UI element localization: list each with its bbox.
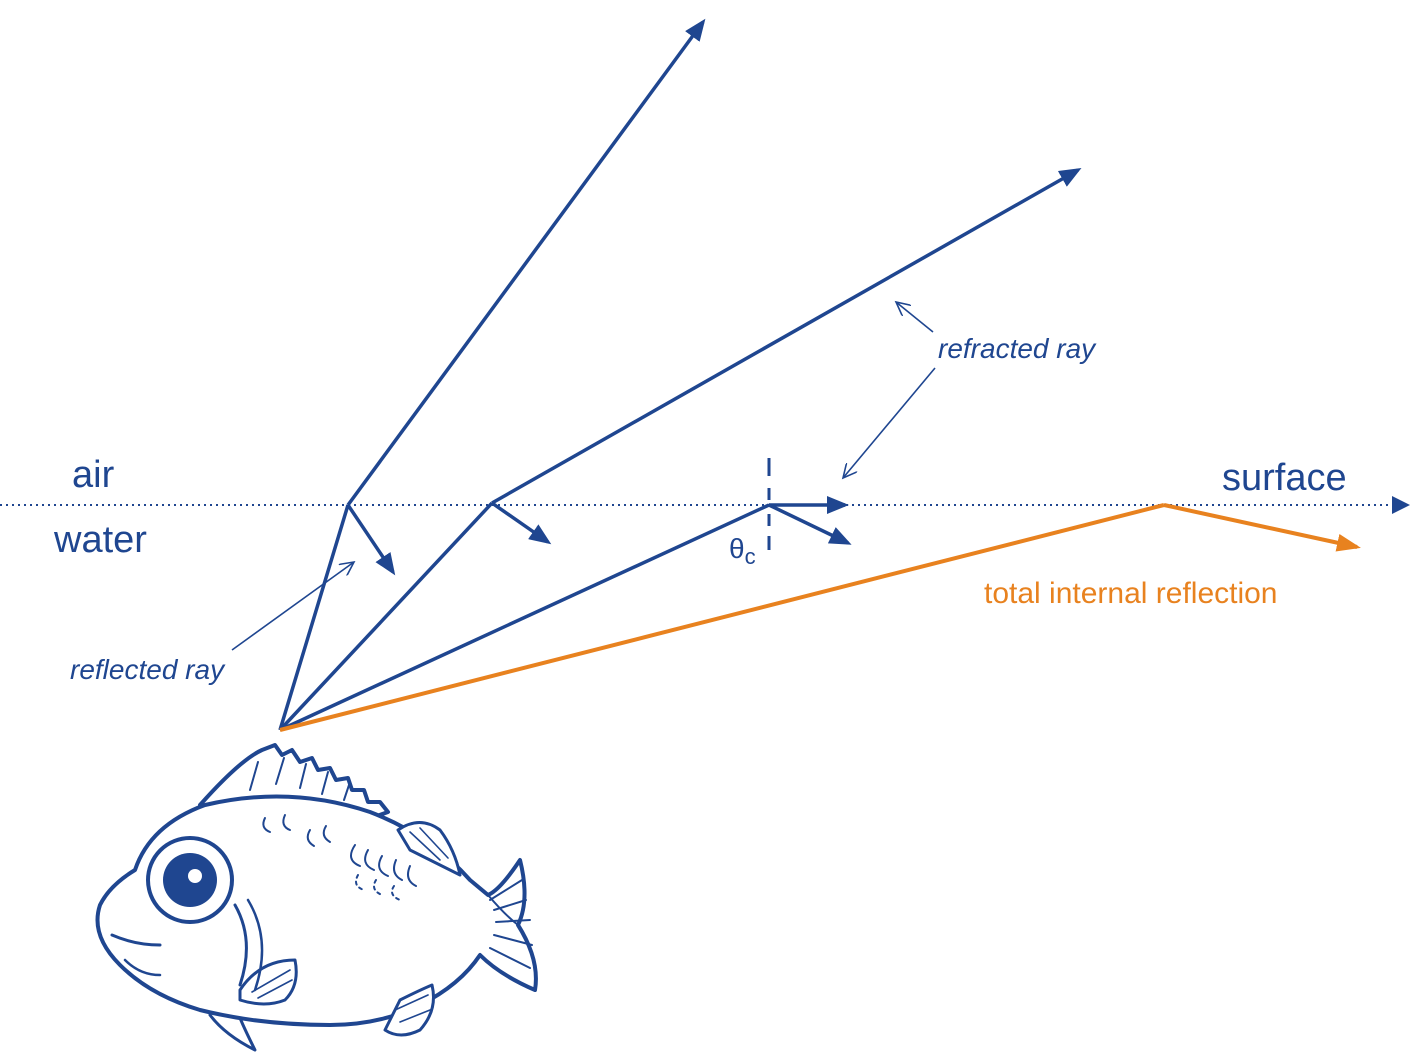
- surface-line: [0, 496, 1410, 514]
- air-label: air: [72, 454, 115, 496]
- refracted-ray-pointers: [843, 302, 936, 478]
- reflected-ray-label: reflected ray: [70, 654, 226, 685]
- water-label: water: [53, 519, 147, 561]
- refracted-ray-label: refracted ray: [938, 333, 1097, 364]
- ray-2: [278, 168, 1082, 732]
- ray-1: [278, 18, 706, 731]
- fish-icon: [95, 743, 538, 1052]
- surface-label: surface: [1222, 457, 1347, 499]
- ray-critical: [279, 496, 852, 732]
- tir-label: total internal reflection: [984, 577, 1278, 610]
- reflected-ray-pointer: [231, 562, 354, 651]
- critical-angle-label: θc: [729, 533, 756, 569]
- tir-ray: [279, 503, 1361, 732]
